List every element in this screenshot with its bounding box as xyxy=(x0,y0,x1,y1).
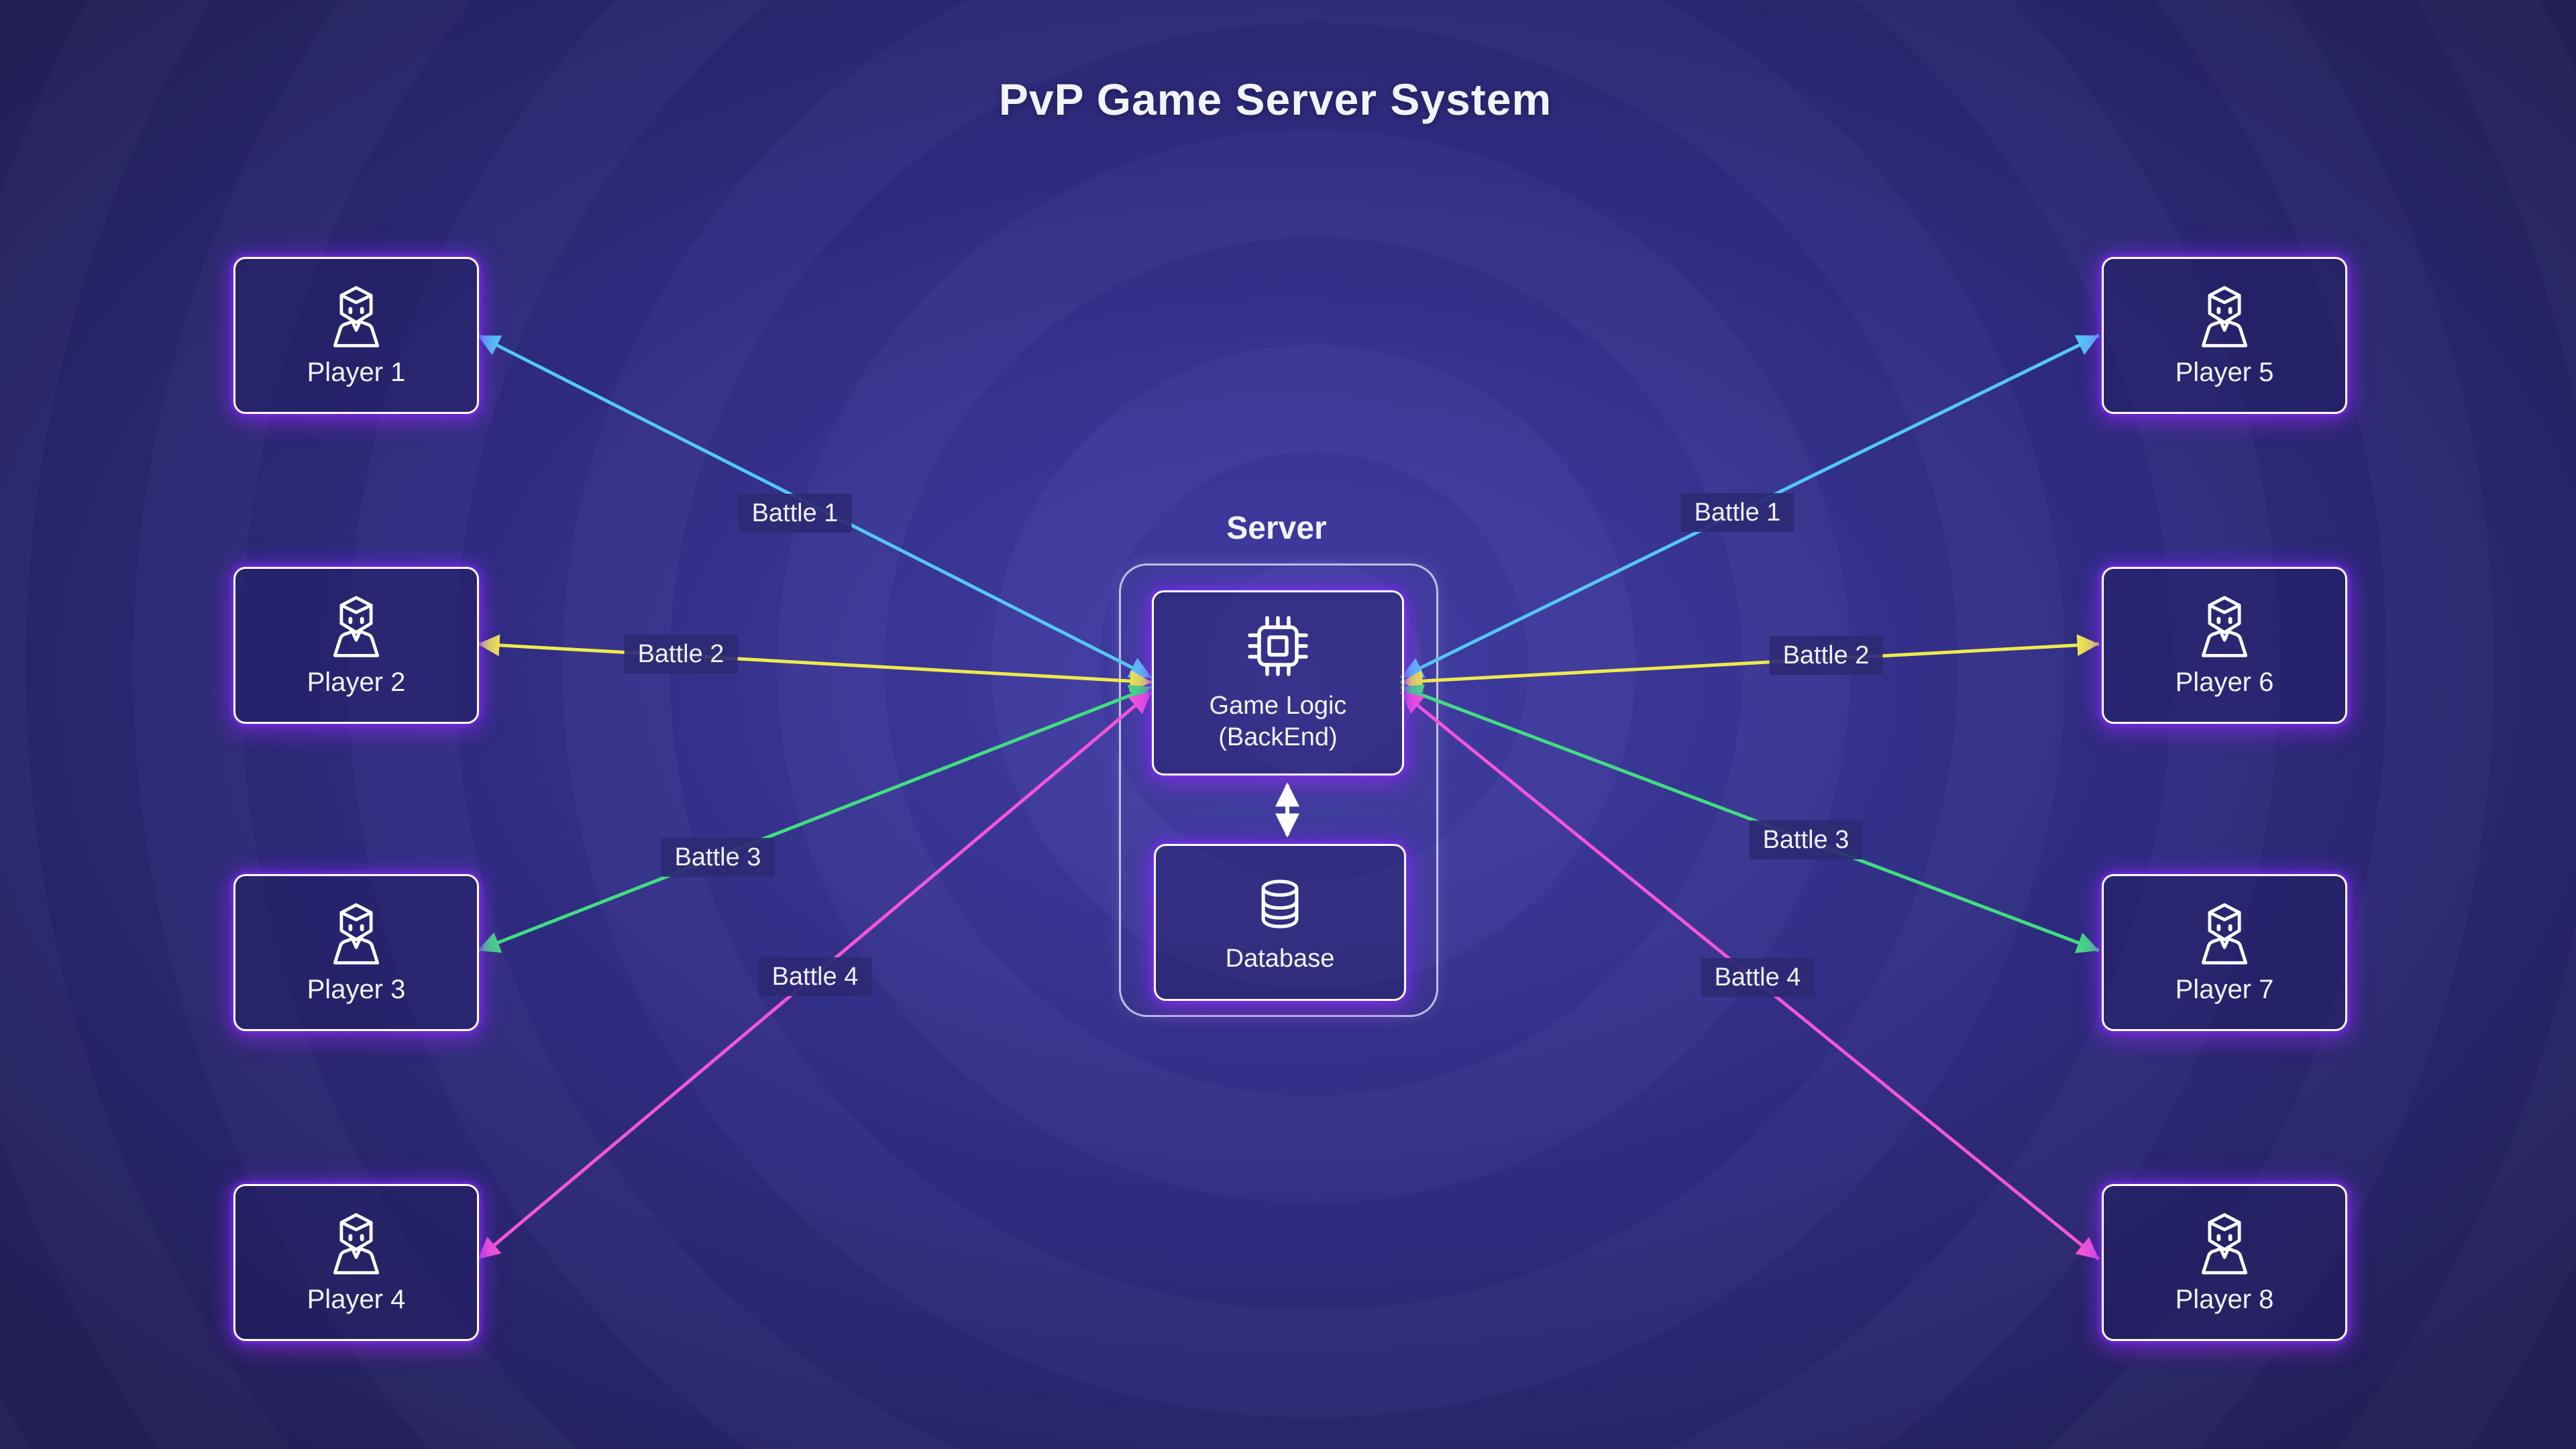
avatar-icon xyxy=(333,596,380,657)
avatar-icon xyxy=(333,1213,380,1275)
player-label: Player 8 xyxy=(2175,1285,2274,1314)
player-label: Player 3 xyxy=(307,975,406,1004)
player-label: Player 6 xyxy=(2175,667,2274,697)
player-box-1: Player 1 xyxy=(233,257,479,414)
battle-2-line-right xyxy=(1400,634,2100,692)
server-group-label: Server xyxy=(1226,511,1327,546)
player-label: Player 4 xyxy=(307,1285,406,1314)
player-label: Player 1 xyxy=(307,358,406,387)
player-box-3: Player 3 xyxy=(233,874,479,1031)
avatar-icon xyxy=(2201,596,2248,657)
battle-label-left-1: Battle 1 xyxy=(738,494,852,533)
battle-label-right-1: Battle 1 xyxy=(1680,493,1794,532)
player-label: Player 5 xyxy=(2175,358,2274,387)
page-title: PvP Game Server System xyxy=(998,74,1552,124)
player-box-7: Player 7 xyxy=(2102,874,2347,1031)
player-box-4: Player 4 xyxy=(233,1184,479,1341)
cpu-chip-icon xyxy=(1248,615,1308,676)
battle-3-line-right xyxy=(1400,684,2100,953)
battle-2-line-left xyxy=(477,634,1152,692)
game-logic-node: Game Logic (BackEnd) xyxy=(1152,590,1404,775)
avatar-icon xyxy=(2201,286,2248,347)
player-label: Player 2 xyxy=(307,667,406,697)
player-box-5: Player 5 xyxy=(2102,257,2347,414)
avatar-icon xyxy=(2201,1213,2248,1275)
battle-label-left-2: Battle 2 xyxy=(624,635,738,674)
battle-label-right-3: Battle 3 xyxy=(1749,820,1863,859)
game-logic-label: Game Logic (BackEnd) xyxy=(1209,691,1347,752)
battle-label-right-4: Battle 4 xyxy=(1701,958,1815,997)
player-label: Player 7 xyxy=(2175,975,2274,1004)
database-label: Database xyxy=(1225,945,1335,973)
database-node: Database xyxy=(1154,844,1406,1001)
avatar-icon xyxy=(333,903,380,965)
database-cylinder-icon xyxy=(1261,879,1299,928)
battle-label-left-3: Battle 3 xyxy=(661,838,775,877)
avatar-icon xyxy=(2201,903,2248,965)
battle-label-right-2: Battle 2 xyxy=(1769,636,1883,675)
player-box-6: Player 6 xyxy=(2102,567,2347,724)
avatar-icon xyxy=(333,286,380,347)
battle-3-line-left xyxy=(477,684,1152,953)
battle-label-left-4: Battle 4 xyxy=(758,957,872,996)
player-box-2: Player 2 xyxy=(233,567,479,724)
player-box-8: Player 8 xyxy=(2102,1184,2347,1341)
